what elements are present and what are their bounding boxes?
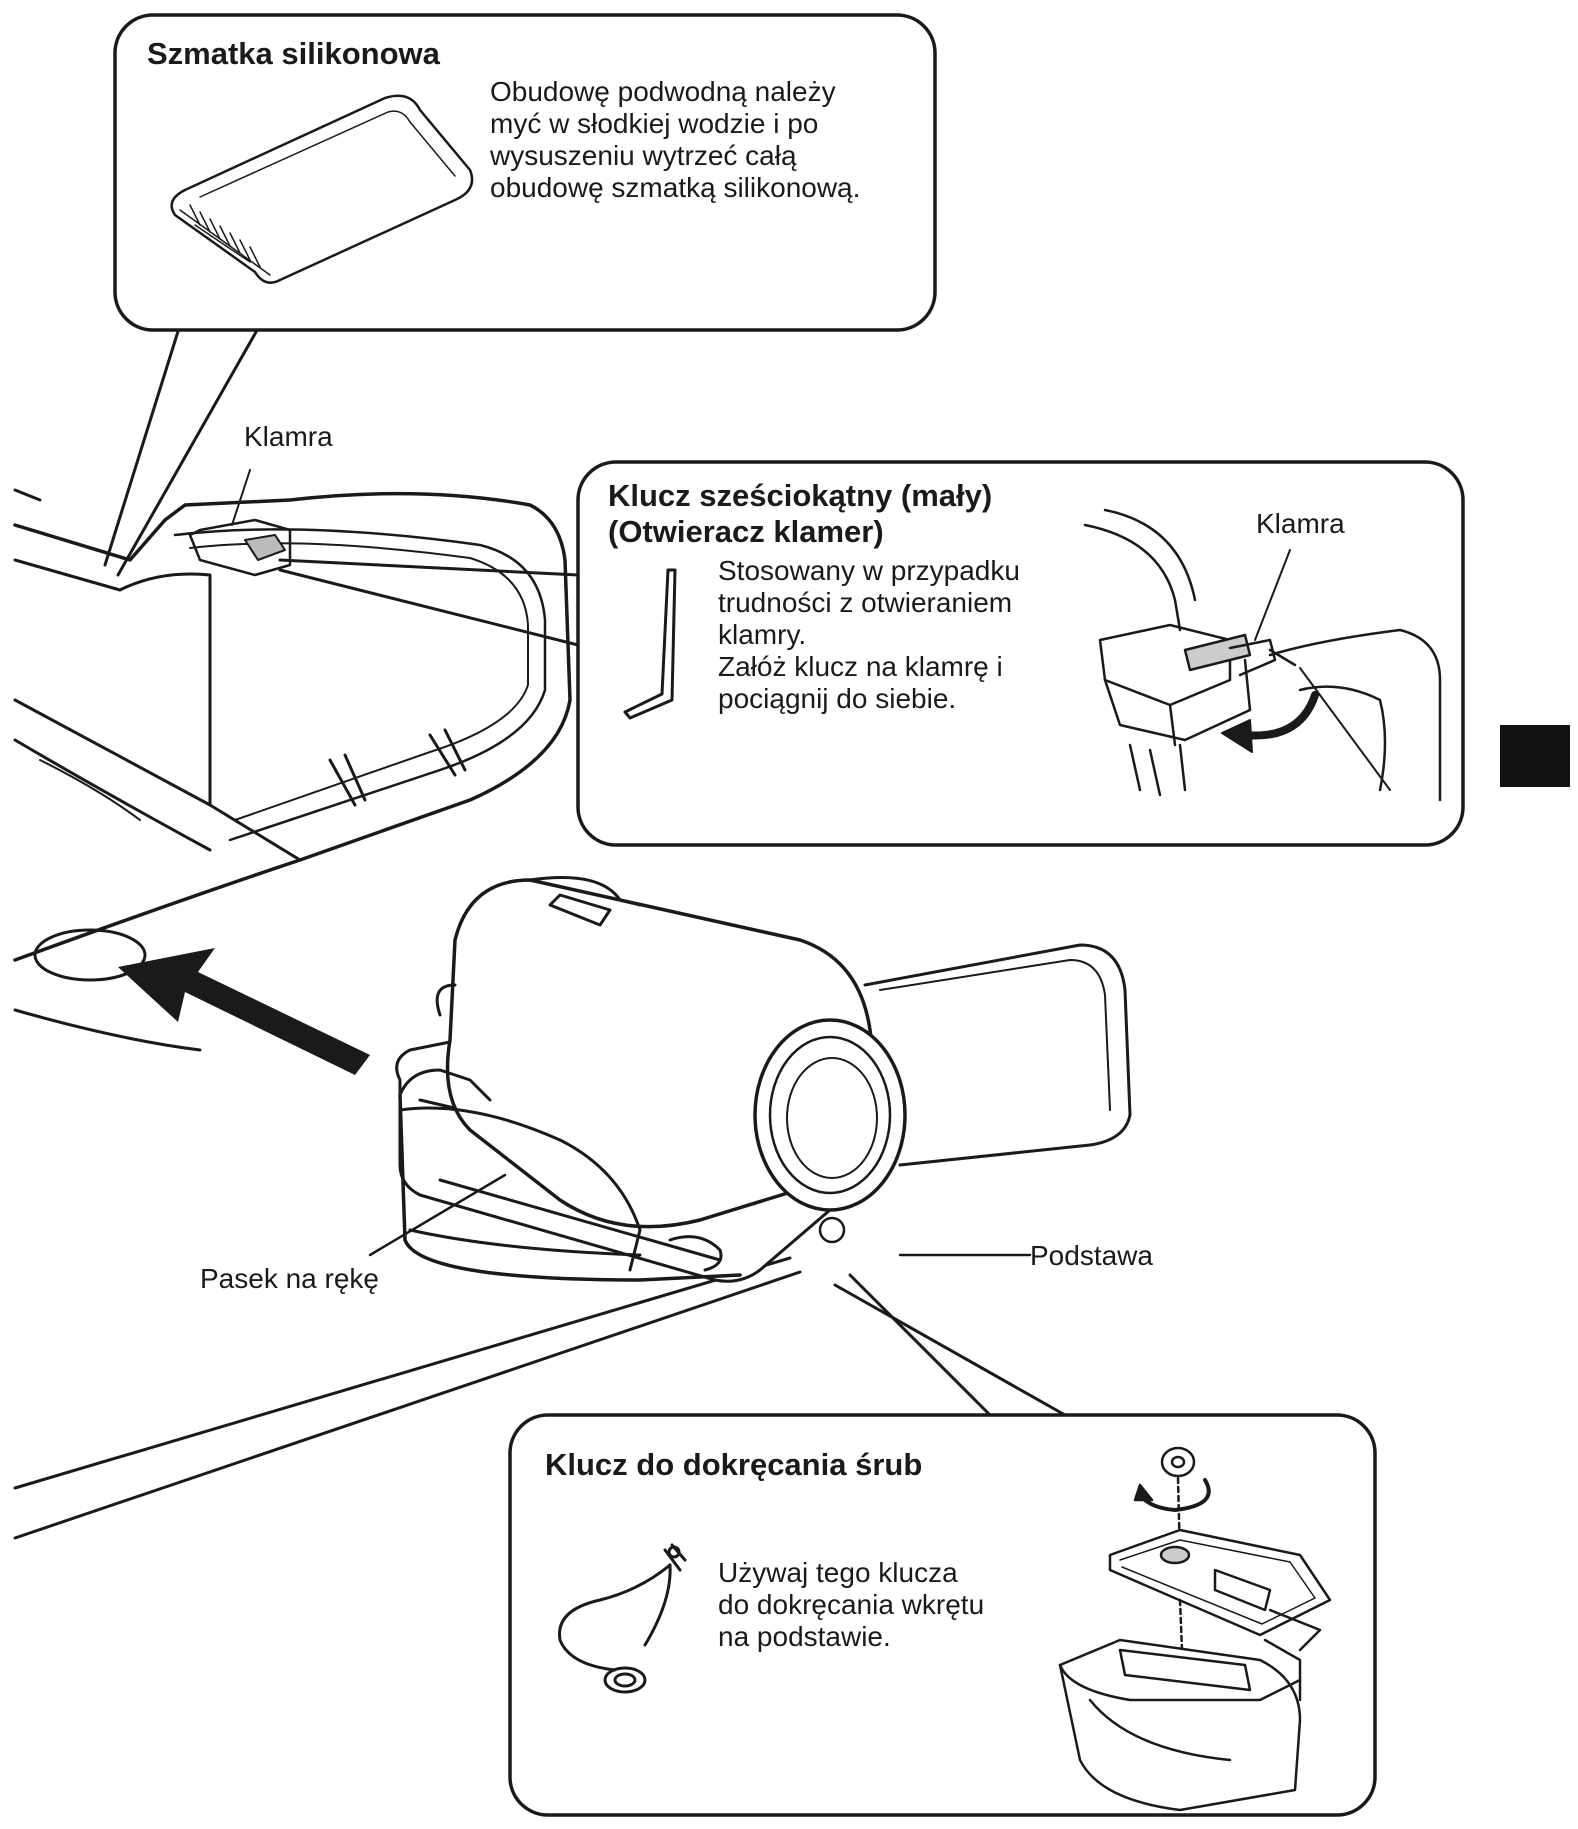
- hex-key-text-line: klamry.: [718, 619, 807, 650]
- callout-box-cloth: [113, 13, 937, 332]
- base-plate-detail-drawing: [1058, 1446, 1332, 1812]
- hex-key-text-line: Stosowany w przypadku: [718, 555, 1020, 586]
- hex-key-text-line: Załóż klucz na klamrę i: [718, 651, 1003, 682]
- hex-key-text-line: trudności z otwieraniem: [718, 587, 1013, 618]
- clasp-label: Klamra: [244, 421, 333, 452]
- screw-key-text-line: Używaj tego klucza: [718, 1557, 958, 1588]
- hex-key-drawing: [623, 568, 677, 720]
- hex-key-subtitle: (Otwieracz klamer): [608, 514, 884, 549]
- hex-key-title: Klucz sześciokątny (mały): [608, 478, 993, 513]
- insert-arrow-icon: [118, 948, 370, 1075]
- callout-pointers: [13, 323, 1067, 1540]
- cloth-title: Szmatka silikonowa: [147, 36, 440, 71]
- underwater-housing-drawing: [13, 469, 572, 1052]
- silicone-cloth-drawing: [170, 94, 474, 284]
- screw-key-text-line: na podstawie.: [718, 1621, 891, 1652]
- cloth-text-line: myć w słodkiej wodzie i po: [490, 108, 819, 139]
- callout-box-hex-key: [576, 460, 1465, 847]
- camcorder-drawing: [368, 876, 1132, 1283]
- cloth-text-line: Obudowę podwodną należy: [490, 76, 836, 107]
- screw-key-text-line: do dokręcania wkrętu: [718, 1589, 985, 1620]
- screw-key-drawing: [558, 1543, 687, 1694]
- base-label: Podstawa: [1030, 1240, 1153, 1271]
- clasp-detail-drawing: [1083, 508, 1442, 802]
- hex-key-text-line: pociągnij do siebie.: [718, 683, 957, 714]
- screw-key-title: Klucz do dokręcania śrub: [545, 1447, 923, 1482]
- section-tab: [1500, 725, 1570, 787]
- cloth-text-line: obudowę szmatką silikonową.: [490, 172, 861, 203]
- cloth-text-line: wysuszeniu wytrzeć całą: [490, 140, 797, 171]
- hex-box-clasp-label: Klamra: [1256, 508, 1345, 539]
- hand-strap-label: Pasek na rękę: [200, 1263, 379, 1294]
